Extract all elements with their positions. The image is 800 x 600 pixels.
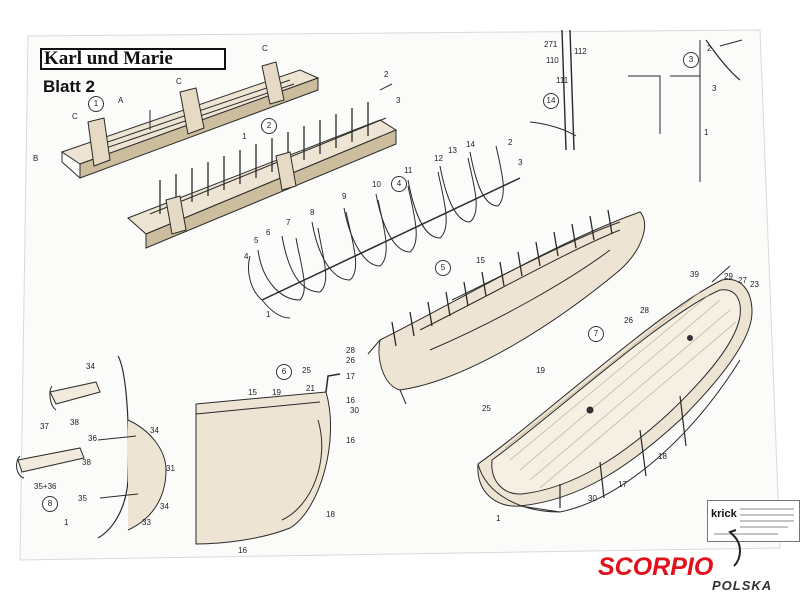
part-label: 3: [712, 84, 717, 93]
part-label: 17: [618, 480, 627, 489]
part-label: 26: [346, 356, 355, 365]
part-label: 12: [434, 154, 443, 163]
part-label: C: [72, 112, 78, 121]
part-label: 23: [750, 280, 759, 289]
part-label: 13: [448, 146, 457, 155]
part-label: 27: [738, 276, 747, 285]
part-label: 6: [266, 228, 271, 237]
part-label: 2: [508, 138, 513, 147]
part-label: 17: [346, 372, 355, 381]
part-label: 2: [384, 70, 389, 79]
part-label: 271: [544, 40, 558, 49]
part-label: 35: [78, 494, 87, 503]
part-label: 33: [142, 518, 151, 527]
step-5-hull: [367, 209, 646, 405]
part-label: 30: [350, 406, 359, 415]
step-marker-3: 3: [683, 52, 699, 68]
sheet-subtitle: Blatt 2: [43, 77, 95, 96]
part-label: 38: [82, 458, 91, 467]
part-label: 34: [150, 426, 159, 435]
part-label: 34: [160, 502, 169, 511]
step-marker-8: 8: [42, 496, 58, 512]
part-label: 29: [724, 272, 733, 281]
part-label: 18: [326, 510, 335, 519]
part-label: 35+36: [34, 482, 57, 491]
part-label: 8: [310, 208, 315, 217]
step-7-finished-hull: [477, 265, 753, 513]
step-marker-14: 14: [543, 93, 559, 109]
part-label: 19: [272, 388, 281, 397]
part-label: 111: [556, 76, 569, 85]
part-label: 1: [242, 132, 247, 141]
polska-watermark: POLSKA: [712, 578, 773, 593]
step-marker-4: 4: [391, 176, 407, 192]
part-label: C: [176, 77, 182, 86]
part-label: 1: [266, 310, 271, 319]
part-label: 30: [588, 494, 597, 503]
title-box: [40, 48, 226, 70]
part-label: 16: [346, 396, 355, 405]
step-4-frames: [248, 145, 521, 319]
part-label: A: [118, 96, 124, 105]
part-label: 15: [476, 256, 485, 265]
step-6-bow: [195, 373, 341, 545]
part-label: 16: [238, 546, 247, 555]
part-label: 3: [518, 158, 523, 167]
part-label: 11: [404, 166, 413, 175]
part-label: 16: [346, 436, 355, 445]
scorpio-watermark: SCORPIO: [598, 553, 714, 581]
part-label: 5: [254, 236, 259, 245]
scorpio-tail-icon: [728, 529, 741, 567]
manufacturer-box: [707, 500, 800, 542]
part-label: 1: [64, 518, 69, 527]
part-label: 31: [166, 464, 175, 473]
part-label: 3: [396, 96, 401, 105]
part-label: C: [262, 44, 268, 53]
part-label: 15: [248, 388, 257, 397]
part-label: 4: [244, 252, 249, 261]
part-label: 7: [286, 218, 291, 227]
part-label: 14: [466, 140, 475, 149]
step-2-board: [127, 83, 398, 249]
part-label: 110: [546, 56, 559, 65]
part-label: 28: [640, 306, 649, 315]
part-label: 36: [88, 434, 97, 443]
sheet-title: Karl und Marie: [44, 48, 173, 69]
part-label: 28: [346, 346, 355, 355]
step-marker-5: 5: [435, 260, 451, 276]
step-marker-7: 7: [588, 326, 604, 342]
step-14-3-detail: [529, 29, 743, 182]
part-label: 26: [624, 316, 633, 325]
part-label: B: [33, 154, 39, 163]
part-label: 25: [302, 366, 311, 375]
step-marker-6: 6: [276, 364, 292, 380]
part-label: 38: [70, 418, 79, 427]
part-label: 10: [372, 180, 381, 189]
krick-logo: krick: [711, 508, 737, 520]
part-label: 18: [658, 452, 667, 461]
part-label: 9: [342, 192, 347, 201]
step-8-rudder: [16, 355, 167, 539]
part-label: 34: [86, 362, 95, 371]
step-marker-1: 1: [88, 96, 104, 112]
part-label: 21: [306, 384, 315, 393]
step-1-board: [60, 61, 320, 179]
part-label: 2: [707, 44, 712, 53]
part-label: 37: [40, 422, 49, 431]
part-label: 1: [704, 128, 709, 137]
fine-print-lines: [714, 508, 794, 535]
step-marker-2: 2: [261, 118, 277, 134]
part-label: 39: [690, 270, 699, 279]
part-label: 19: [536, 366, 545, 375]
part-label: 25: [482, 404, 491, 413]
part-label: 112: [574, 47, 587, 56]
part-label: 1: [496, 514, 501, 523]
